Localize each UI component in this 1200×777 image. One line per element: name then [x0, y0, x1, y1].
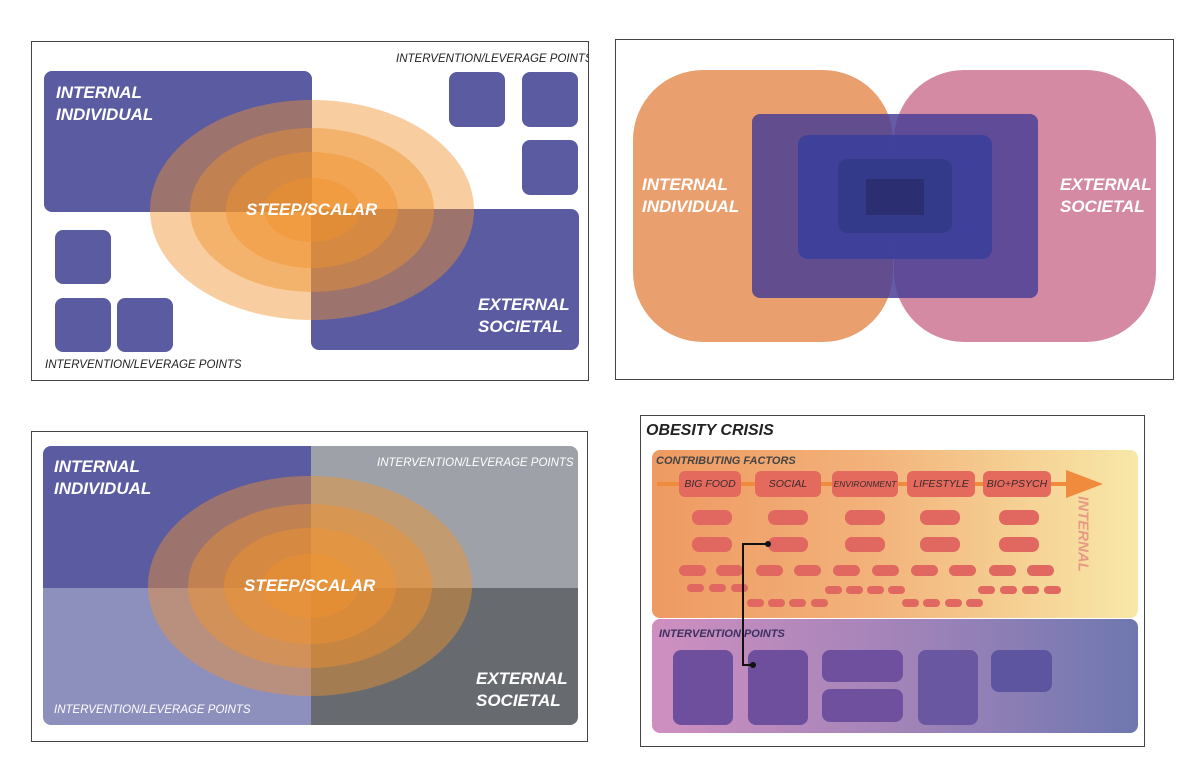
sub-factor	[1022, 586, 1039, 594]
sub-factor	[768, 599, 785, 607]
factor-social: SOCIAL	[755, 471, 821, 497]
sub-factor	[687, 584, 704, 592]
sub-factor	[709, 584, 726, 592]
sub-factor	[716, 565, 743, 576]
sub-factor	[768, 537, 808, 552]
sub-factor	[811, 599, 828, 607]
internal-individual-label: INTERNAL INDIVIDUAL	[56, 83, 154, 124]
factor-lifestyle: LIFESTYLE	[907, 471, 975, 497]
sub-factor	[845, 510, 885, 525]
leverage-point	[55, 230, 111, 284]
sub-factor	[920, 510, 960, 525]
sub-factor	[845, 537, 885, 552]
sub-factor	[989, 565, 1016, 576]
sub-factor	[747, 599, 764, 607]
sub-factor	[794, 565, 821, 576]
bottom-leverage-label: INTERVENTION/LEVERAGE POINTS	[54, 704, 251, 716]
sub-factor	[789, 599, 806, 607]
sub-factor	[692, 537, 732, 552]
sub-factor	[1000, 586, 1017, 594]
sub-factor	[945, 599, 962, 607]
factor-big-food: BIG FOOD	[679, 471, 741, 497]
sub-factor	[731, 584, 748, 592]
sub-factor	[923, 599, 940, 607]
sub-factor	[1044, 586, 1061, 594]
external-societal-block	[311, 209, 579, 350]
leverage-point	[522, 140, 578, 195]
internal-individual-label: INTERNAL INDIVIDUAL	[54, 457, 152, 498]
factor-to-intervention-connector	[742, 541, 771, 668]
external-societal-quadrant	[311, 588, 578, 725]
external-societal-label: EXTERNAL SOCIETAL	[476, 669, 568, 710]
internal-individual-quadrant	[43, 446, 311, 588]
sub-factor	[966, 599, 983, 607]
steep-scalar-label: STEEP/SCALAR	[244, 576, 376, 595]
leverage-point	[55, 298, 111, 352]
factor-environment: ENVIRONMENT	[832, 471, 898, 497]
intervention-point	[748, 650, 808, 725]
sub-factor	[888, 586, 905, 594]
top-leverage-quadrant	[311, 446, 578, 588]
internal-individual-label: INTERNAL INDIVIDUAL	[642, 175, 740, 216]
sub-factor	[679, 565, 706, 576]
bottom-leverage-label: INTERVENTION/LEVERAGE POINTS	[45, 359, 242, 371]
panel-steep-scalar-grey-quadrants: INTERNAL INDIVIDUAL EXTERNAL SOCIETAL ST…	[31, 431, 588, 742]
sub-factor	[1027, 565, 1054, 576]
sub-factor	[692, 510, 732, 525]
sub-factor	[768, 510, 808, 525]
intervention-point	[822, 650, 903, 682]
panel-steep-scalar-quadrants: INTERNAL INDIVIDUAL EXTERNAL SOCIETAL ST…	[31, 41, 589, 381]
sub-factor	[825, 586, 842, 594]
external-societal-label: EXTERNAL SOCIETAL	[1060, 175, 1152, 216]
internal-individual-block	[44, 71, 312, 212]
sub-factor	[999, 510, 1039, 525]
core-nested-square	[866, 179, 924, 215]
sub-factor	[846, 586, 863, 594]
sub-factor	[902, 599, 919, 607]
sub-factor	[949, 565, 976, 576]
leverage-point	[117, 298, 173, 352]
obesity-crisis-title: OBESITY CRISIS	[646, 422, 774, 439]
panel-obesity-crisis: OBESITY CRISIS CONTRIBUTING FACTORS BIG …	[640, 415, 1145, 747]
factor-bio-psych: BIO+PSYCH	[983, 471, 1051, 497]
contributing-factors-label: CONTRIBUTING FACTORS	[656, 455, 796, 467]
external-societal-label: EXTERNAL SOCIETAL	[478, 295, 570, 336]
top-leverage-label: INTERVENTION/LEVERAGE POINTS	[377, 457, 574, 469]
intervention-point	[673, 650, 733, 725]
steep-scalar-label: STEEP/SCALAR	[246, 200, 378, 219]
sub-factor	[999, 537, 1039, 552]
sub-factor	[833, 565, 860, 576]
leverage-point	[449, 72, 505, 127]
steep-scalar-ellipses	[150, 100, 474, 320]
sub-factor	[911, 565, 938, 576]
intervention-point	[822, 689, 903, 722]
panel-nested-overlap: INTERNAL INDIVIDUAL EXTERNAL SOCIETAL	[615, 39, 1174, 380]
sub-factor	[872, 565, 899, 576]
intervention-points-label: INTERVENTION POINTS	[659, 628, 785, 640]
sub-factor	[867, 586, 884, 594]
sub-factor	[978, 586, 995, 594]
top-leverage-label: INTERVENTION/LEVERAGE POINTS	[396, 53, 589, 65]
intervention-point	[991, 650, 1052, 692]
intervention-point	[918, 650, 978, 725]
sub-factor	[920, 537, 960, 552]
steep-scalar-ellipses	[148, 476, 472, 696]
leverage-point	[522, 72, 578, 127]
bottom-leverage-quadrant	[43, 588, 311, 725]
sub-factor	[756, 565, 783, 576]
